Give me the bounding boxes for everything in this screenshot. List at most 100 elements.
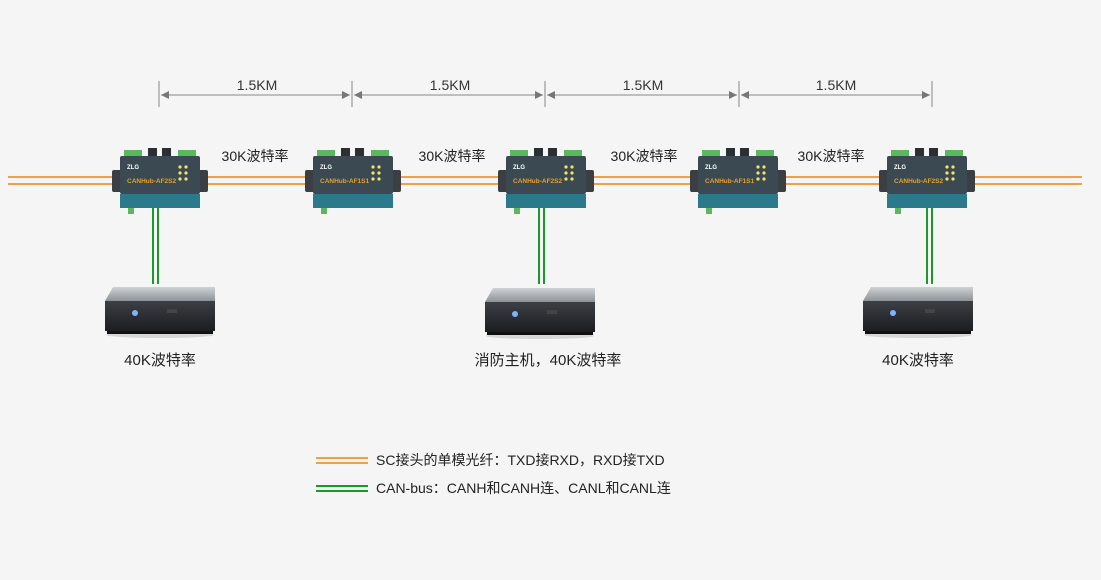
terminal-block (702, 150, 720, 157)
device-base (120, 194, 200, 208)
terminal-block (706, 208, 712, 214)
usb-port (167, 309, 177, 313)
device-body (313, 156, 393, 194)
sc-port (929, 148, 938, 157)
sc-port (148, 148, 157, 157)
device-model: CANHub-AF2S2 (513, 178, 562, 185)
status-led (377, 177, 381, 181)
distance-label: 1.5KM (236, 77, 278, 93)
terminal-block (124, 150, 142, 157)
terminal-block (321, 208, 327, 214)
segment-rate-label: 30K波特率 (221, 148, 289, 164)
terminal-block (510, 150, 528, 157)
sc-port (740, 148, 749, 157)
status-led (762, 165, 766, 169)
status-led (762, 171, 766, 175)
power-led (512, 311, 518, 317)
pc-top (863, 287, 973, 301)
segment-rate-label: 30K波特率 (418, 148, 486, 164)
status-led (570, 171, 574, 175)
status-led (564, 171, 568, 175)
pc-front (485, 302, 595, 332)
host-label: 40K波特率 (124, 352, 196, 369)
pc-base (865, 331, 971, 334)
status-led (377, 171, 381, 175)
pc-base (107, 331, 213, 334)
status-led (178, 171, 182, 175)
mount-ear (112, 170, 122, 192)
terminal-block (371, 150, 389, 157)
mount-ear (690, 170, 700, 192)
status-led (945, 177, 949, 181)
device-model: CANHub-AF1S1 (705, 178, 754, 185)
device-body (698, 156, 778, 194)
terminal-block (514, 208, 520, 214)
terminal-block (564, 150, 582, 157)
sc-port (915, 148, 924, 157)
device-base (887, 194, 967, 208)
status-led (377, 165, 381, 169)
mount-ear (965, 170, 975, 192)
device-brand: ZLG (127, 165, 139, 171)
status-led (184, 165, 188, 169)
pc-front (105, 301, 215, 331)
status-led (178, 177, 182, 181)
device-base (698, 194, 778, 208)
status-led (371, 165, 375, 169)
status-led (951, 171, 955, 175)
device-body (887, 156, 967, 194)
distance-label: 1.5KM (815, 77, 857, 93)
terminal-block (128, 208, 134, 214)
terminal-block (895, 208, 901, 214)
status-led (945, 165, 949, 169)
status-led (564, 165, 568, 169)
device-body (120, 156, 200, 194)
mount-ear (879, 170, 889, 192)
sc-port (355, 148, 364, 157)
usb-port (547, 310, 557, 314)
terminal-block (178, 150, 196, 157)
fire-host-pc (105, 287, 215, 338)
fire-host-pc (863, 287, 973, 338)
mount-ear (198, 170, 208, 192)
device-base (313, 194, 393, 208)
sc-port (548, 148, 557, 157)
power-led (890, 310, 896, 316)
pc-top (105, 287, 215, 301)
distance-label: 1.5KM (429, 77, 471, 93)
mount-ear (305, 170, 315, 192)
sc-port (162, 148, 171, 157)
status-led (762, 177, 766, 181)
legend-can: CAN-bus：CANH和CANH连、CANL和CANL连 (316, 477, 671, 499)
pc-shadow (486, 333, 594, 339)
status-led (570, 165, 574, 169)
terminal-block (891, 150, 909, 157)
legend-fiber: SC接头的单模光纤：TXD接RXD，RXD接TXD (316, 449, 665, 471)
pc-shadow (864, 332, 972, 338)
legend-can-text: CAN-bus：CANH和CANH连、CANL和CANL连 (376, 480, 671, 496)
fire-host-pc (485, 288, 595, 339)
device-brand: ZLG (894, 165, 906, 171)
terminal-block (317, 150, 335, 157)
segment-rate-label: 30K波特率 (797, 148, 865, 164)
status-led (570, 177, 574, 181)
fiber-line-icon (316, 456, 368, 464)
power-led (132, 310, 138, 316)
mount-ear (584, 170, 594, 192)
pc-top (485, 288, 595, 302)
mount-ear (391, 170, 401, 192)
status-led (371, 171, 375, 175)
status-led (371, 177, 375, 181)
status-led (184, 177, 188, 181)
device-brand: ZLG (320, 165, 332, 171)
status-led (945, 171, 949, 175)
device-model: CANHub-AF1S1 (320, 178, 369, 185)
mount-ear (498, 170, 508, 192)
segment-rate-label: 30K波特率 (610, 148, 678, 164)
